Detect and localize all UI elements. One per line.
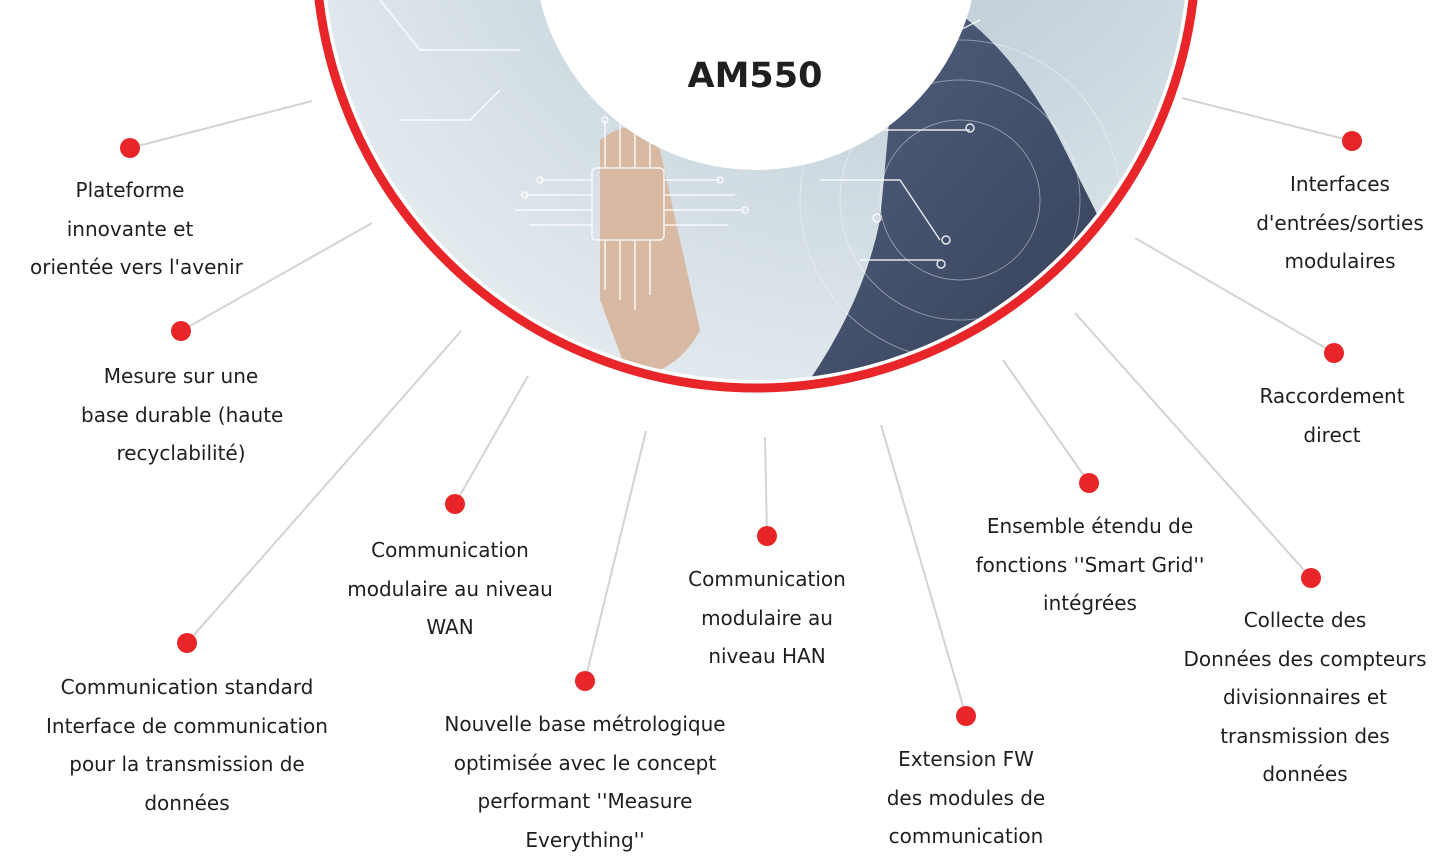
connector-comm-standard (186, 330, 462, 644)
dot-fw (956, 706, 976, 726)
connector-wan (454, 375, 529, 505)
connector-collecte (1074, 312, 1312, 579)
dot-mesure (171, 321, 191, 341)
dot-interfaces (1342, 131, 1362, 151)
dot-metrologique (575, 671, 595, 691)
center-disc (540, 0, 972, 170)
dot-collecte (1301, 568, 1321, 588)
dot-han (757, 526, 777, 546)
connector-lines (129, 97, 1353, 717)
dot-wan (445, 494, 465, 514)
connector-mesure (180, 222, 373, 332)
connector-plateforme (129, 100, 313, 149)
dot-comm-standard (177, 633, 197, 653)
product-title: AM550 (687, 56, 823, 96)
dot-raccordement (1324, 343, 1344, 363)
connector-metrologique (584, 430, 647, 682)
connector-han (764, 436, 768, 537)
connector-interfaces (1181, 97, 1353, 142)
connector-raccordement (1134, 237, 1335, 354)
dot-plateforme (120, 138, 140, 158)
connector-fw (880, 424, 967, 717)
marker-dots (120, 131, 1362, 726)
connector-smart-grid (1002, 359, 1090, 484)
red-ring (314, 0, 1198, 393)
dot-smart-grid (1079, 473, 1099, 493)
